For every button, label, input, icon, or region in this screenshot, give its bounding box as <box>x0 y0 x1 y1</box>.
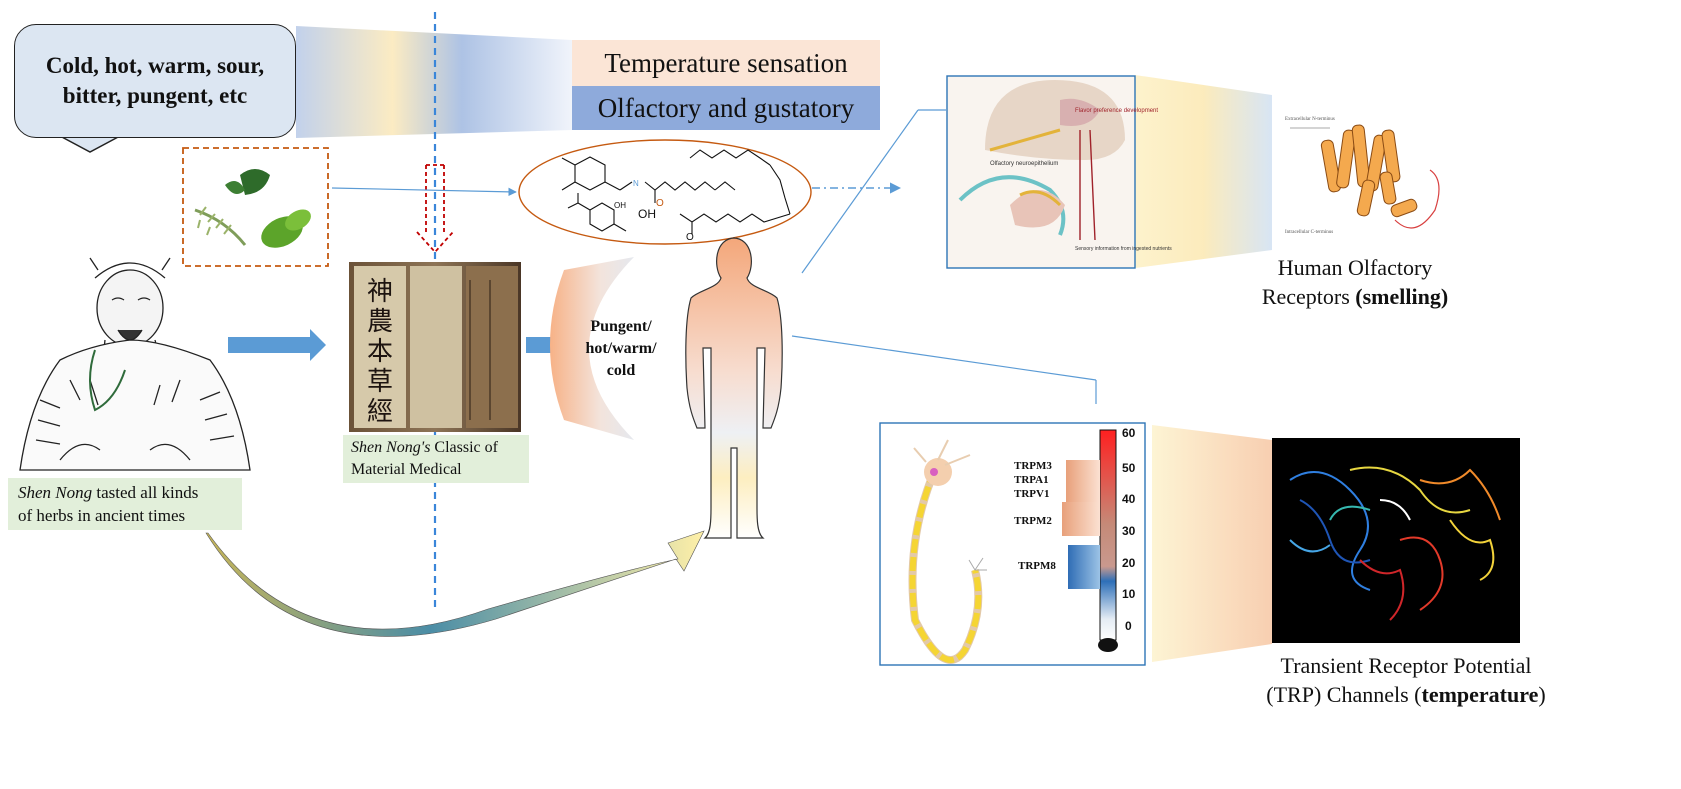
herbs-box <box>182 147 329 267</box>
svg-text:草: 草 <box>367 367 393 397</box>
carbonyl-oxygen: O <box>686 232 694 243</box>
brain-label-sensory: Sensory information from ingested nutrie… <box>1075 246 1172 252</box>
shen-nong-portrait <box>19 257 251 471</box>
trp-label-trpm8: TRPM8 <box>1018 560 1056 572</box>
scale-tick-40: 40 <box>1122 492 1136 506</box>
bubble-line-1: Cold, hot, warm, sour, <box>45 53 265 78</box>
svg-text:經: 經 <box>367 397 393 427</box>
scale-tick-10: 10 <box>1122 587 1136 601</box>
oxygen-atom: O <box>656 198 664 209</box>
classic-book-image <box>349 262 521 432</box>
receptor-label-intra: Intracellular C-terminus <box>1285 230 1333 235</box>
return-curve-arrow <box>205 530 705 637</box>
receptor-label-extra: Extracellular N-terminus <box>1285 117 1335 122</box>
link-line-trp <box>791 335 1097 381</box>
human-body-icon <box>685 237 783 539</box>
temperature-scale-bar <box>1099 429 1117 641</box>
olfactory-receptor-icon <box>1320 124 1418 218</box>
scale-tick-20: 20 <box>1122 556 1136 570</box>
brain-label-flavor: Flavor preference development <box>1075 108 1158 114</box>
svg-text:本: 本 <box>367 337 393 367</box>
neuron-illustration <box>908 439 987 664</box>
red-dashed-down-arrow <box>416 164 454 254</box>
projection-beam-olfactory <box>1135 75 1272 268</box>
brain-label-neuro: Olfactory neuroepithelium <box>990 161 1058 167</box>
scale-tick-50: 50 <box>1122 461 1136 475</box>
scale-tick-0: 0 <box>1125 619 1132 633</box>
thermometer-bulb <box>1098 638 1118 652</box>
herbs-icon <box>194 169 311 248</box>
trp-range-bar-trpm8 <box>1068 545 1100 589</box>
trp-label-trpm3: TRPM3 <box>1014 460 1052 472</box>
book-title-chars: 神 農 本 草 經 <box>367 277 393 427</box>
trp-label-trpa1: TRPA1 <box>1014 474 1049 486</box>
trp-label-trpv1: TRPV1 <box>1014 488 1050 500</box>
property-arc <box>550 257 634 440</box>
projection-beam-trp <box>1152 425 1272 662</box>
herbs-to-molecules-arrow <box>331 187 517 197</box>
trp-range-bar-high <box>1066 460 1100 502</box>
svg-text:神: 神 <box>367 277 393 307</box>
bubble-tail <box>59 135 121 153</box>
molecule-ellipse <box>518 139 812 245</box>
scale-tick-30: 30 <box>1122 524 1136 538</box>
brain-illustration <box>958 80 1125 241</box>
temperature-sensation-box: Temperature sensation <box>572 40 880 86</box>
nitrogen-atom: N <box>633 179 639 188</box>
hydroxyl-label-2: OH <box>614 201 626 210</box>
classic-book-caption: Shen Nong's Classic of Material Medical <box>343 435 529 483</box>
flavor-property-bubble: Cold, hot, warm, sour, bitter, pungent, … <box>14 24 296 138</box>
link-line-olfactory <box>801 109 919 274</box>
olfactory-gustatory-box: Olfactory and gustatory <box>572 86 880 130</box>
trp-range-bar-trpm2 <box>1062 502 1100 536</box>
portrait-to-book-arrow <box>228 329 326 361</box>
pungent-property-label: Pungent/ hot/warm/ cold <box>585 318 657 379</box>
bubble-line-2: bitter, pungent, etc <box>62 83 248 108</box>
svg-text:農: 農 <box>367 307 393 337</box>
trp-channel-caption: Transient Receptor Potential (TRP) Chann… <box>1266 653 1546 707</box>
shen-nong-caption: Shen Nong tasted all kinds of herbs in a… <box>8 478 242 530</box>
olfactory-receptor-caption: Human Olfactory Receptors (smelling) <box>1261 255 1449 309</box>
molecule-structures <box>561 149 791 234</box>
scale-tick-60: 60 <box>1122 426 1136 440</box>
trp-label-trpm2: TRPM2 <box>1014 515 1052 527</box>
hydroxyl-label-1: OH <box>638 207 656 221</box>
projection-beam-top <box>296 26 572 138</box>
